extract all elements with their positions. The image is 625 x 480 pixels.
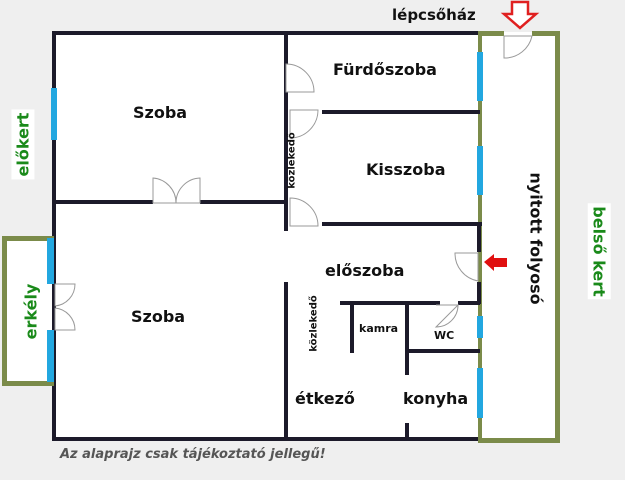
wall-entrance-right-bottom xyxy=(477,282,481,304)
wall-kamra-right xyxy=(405,305,409,355)
room-label-eloszoba: előszoba xyxy=(325,261,405,280)
corridor-wall-top-left xyxy=(478,31,504,36)
wall-vertical-center-lower xyxy=(284,282,288,440)
stairwell-arrow-icon xyxy=(500,0,540,30)
wall-bath-kisszoba xyxy=(322,110,480,114)
door-balcony-bottom-icon xyxy=(54,307,76,331)
room-label-wc: WC xyxy=(434,329,455,342)
wall-wc-bottom xyxy=(405,349,480,353)
inner-garden-label: belső kert xyxy=(587,203,611,300)
window-kitchen xyxy=(477,368,483,418)
window-balcony-bottom xyxy=(47,330,54,382)
wall-eloszoba-bottom xyxy=(340,301,440,305)
stairwell-label: lépcsőház xyxy=(392,6,476,24)
room-label-szoba-bottom: Szoba xyxy=(131,307,186,326)
entrance-arrow-icon xyxy=(484,254,507,271)
corridor-wall-bottom xyxy=(478,438,560,443)
window-eloker xyxy=(51,88,57,140)
balcony-wall-top xyxy=(2,236,54,241)
corridor-wall-top-right xyxy=(532,31,560,36)
wall-entrance-right-top xyxy=(477,222,481,252)
corridor-area xyxy=(480,32,558,440)
front-garden-label: előkert xyxy=(11,109,35,180)
door-hall-lower-icon xyxy=(289,197,319,227)
room-label-etkezo: étkező xyxy=(295,389,355,408)
wall-kisszoba-eloszoba xyxy=(322,222,482,226)
corridor-label: nyitott folyosó xyxy=(526,172,546,305)
room-label-konyha: konyha xyxy=(403,389,469,408)
door-balcony-top-icon xyxy=(54,283,76,307)
door-szoba-right-icon xyxy=(175,177,201,204)
footer-note: Az alaprajz csak tájékoztató jellegű! xyxy=(60,447,326,462)
wall-kamra-left xyxy=(350,305,354,353)
wall-bottom xyxy=(52,437,480,441)
door-entrance-icon xyxy=(454,252,479,282)
wall-szoba-divider-left xyxy=(52,200,153,204)
balcony-wall-left xyxy=(2,236,7,386)
door-kisszoba-icon xyxy=(289,109,319,139)
room-label-kozlekedo-upper: közlekedő xyxy=(286,132,298,189)
corridor-wall-right xyxy=(555,31,560,443)
room-label-kozlekedo-lower: közlekedő xyxy=(308,295,320,352)
door-stairwell-icon xyxy=(503,35,533,59)
balcony-label: erkély xyxy=(19,280,43,343)
wall-vertical-center xyxy=(284,31,288,231)
wall-eloszoba-bottom-right xyxy=(458,301,480,305)
door-szoba-left-icon xyxy=(152,177,177,204)
wall-konyha-left-lower xyxy=(405,423,409,439)
door-bathroom-icon xyxy=(285,63,315,93)
wall-left xyxy=(52,31,56,441)
room-label-bathroom: Fürdőszoba xyxy=(333,60,437,79)
room-label-kisszoba: Kisszoba xyxy=(366,160,446,179)
wall-top xyxy=(52,31,480,35)
balcony-wall-bottom xyxy=(2,381,54,386)
window-wc xyxy=(477,316,483,338)
room-label-szoba-top: Szoba xyxy=(133,103,188,122)
wall-szoba-divider-right xyxy=(200,200,286,204)
door-wc-icon xyxy=(434,304,460,328)
window-kisszoba xyxy=(477,146,483,195)
wall-konyha-left-upper xyxy=(405,349,409,375)
room-label-kamra: kamra xyxy=(359,322,399,335)
window-bathroom xyxy=(477,52,483,101)
window-balcony-top xyxy=(47,238,54,284)
